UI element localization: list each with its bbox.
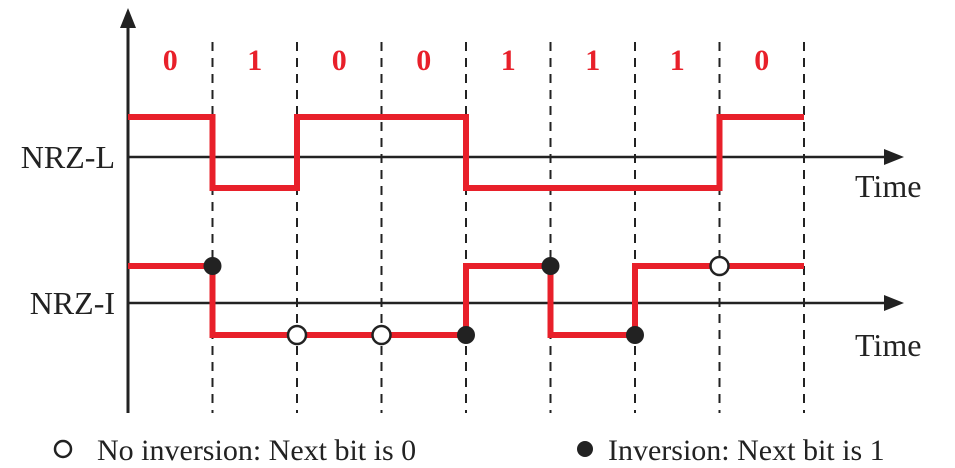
bit-label: 0 [163,44,178,77]
bit-label: 1 [670,44,685,77]
nrzl-time-axis-arrow-icon [884,149,904,165]
bit-label: 0 [416,44,431,77]
bit-label: 0 [332,44,347,77]
nrzl-label: NRZ-L [21,139,115,175]
nrzl-waveform [128,114,804,191]
legend-inversion: Inversion: Next bit is 1 [608,434,885,467]
nrzi-waveform [128,263,804,338]
legend-open-circle-icon [53,439,73,459]
inversion-marker [203,257,222,275]
bit-labels: 0 1 0 0 1 1 1 0 [163,44,770,77]
no-inversion-marker [709,255,730,277]
vertical-axis-arrow-icon [120,8,136,28]
bit-label: 1 [247,44,262,77]
bit-label: 0 [754,44,769,77]
nrzl-time-label: Time [855,168,921,204]
nrzi-label: NRZ-I [30,285,115,321]
inversion-marker [457,326,475,344]
no-inversion-marker [286,324,308,346]
nrzi-time-axis-arrow-icon [884,295,904,311]
legend-filled-circle-icon [577,441,593,457]
inversion-marker [626,326,644,344]
bit-boundary-lines [211,42,805,413]
inversion-marker [541,257,560,275]
no-inversion-marker [371,324,392,346]
nrzi-time-label: Time [855,327,921,363]
legend-no-inversion: No inversion: Next bit is 0 [97,434,416,467]
bit-label: 1 [585,44,600,77]
nrzi-transition-markers [203,255,730,346]
bit-label: 1 [501,44,516,77]
